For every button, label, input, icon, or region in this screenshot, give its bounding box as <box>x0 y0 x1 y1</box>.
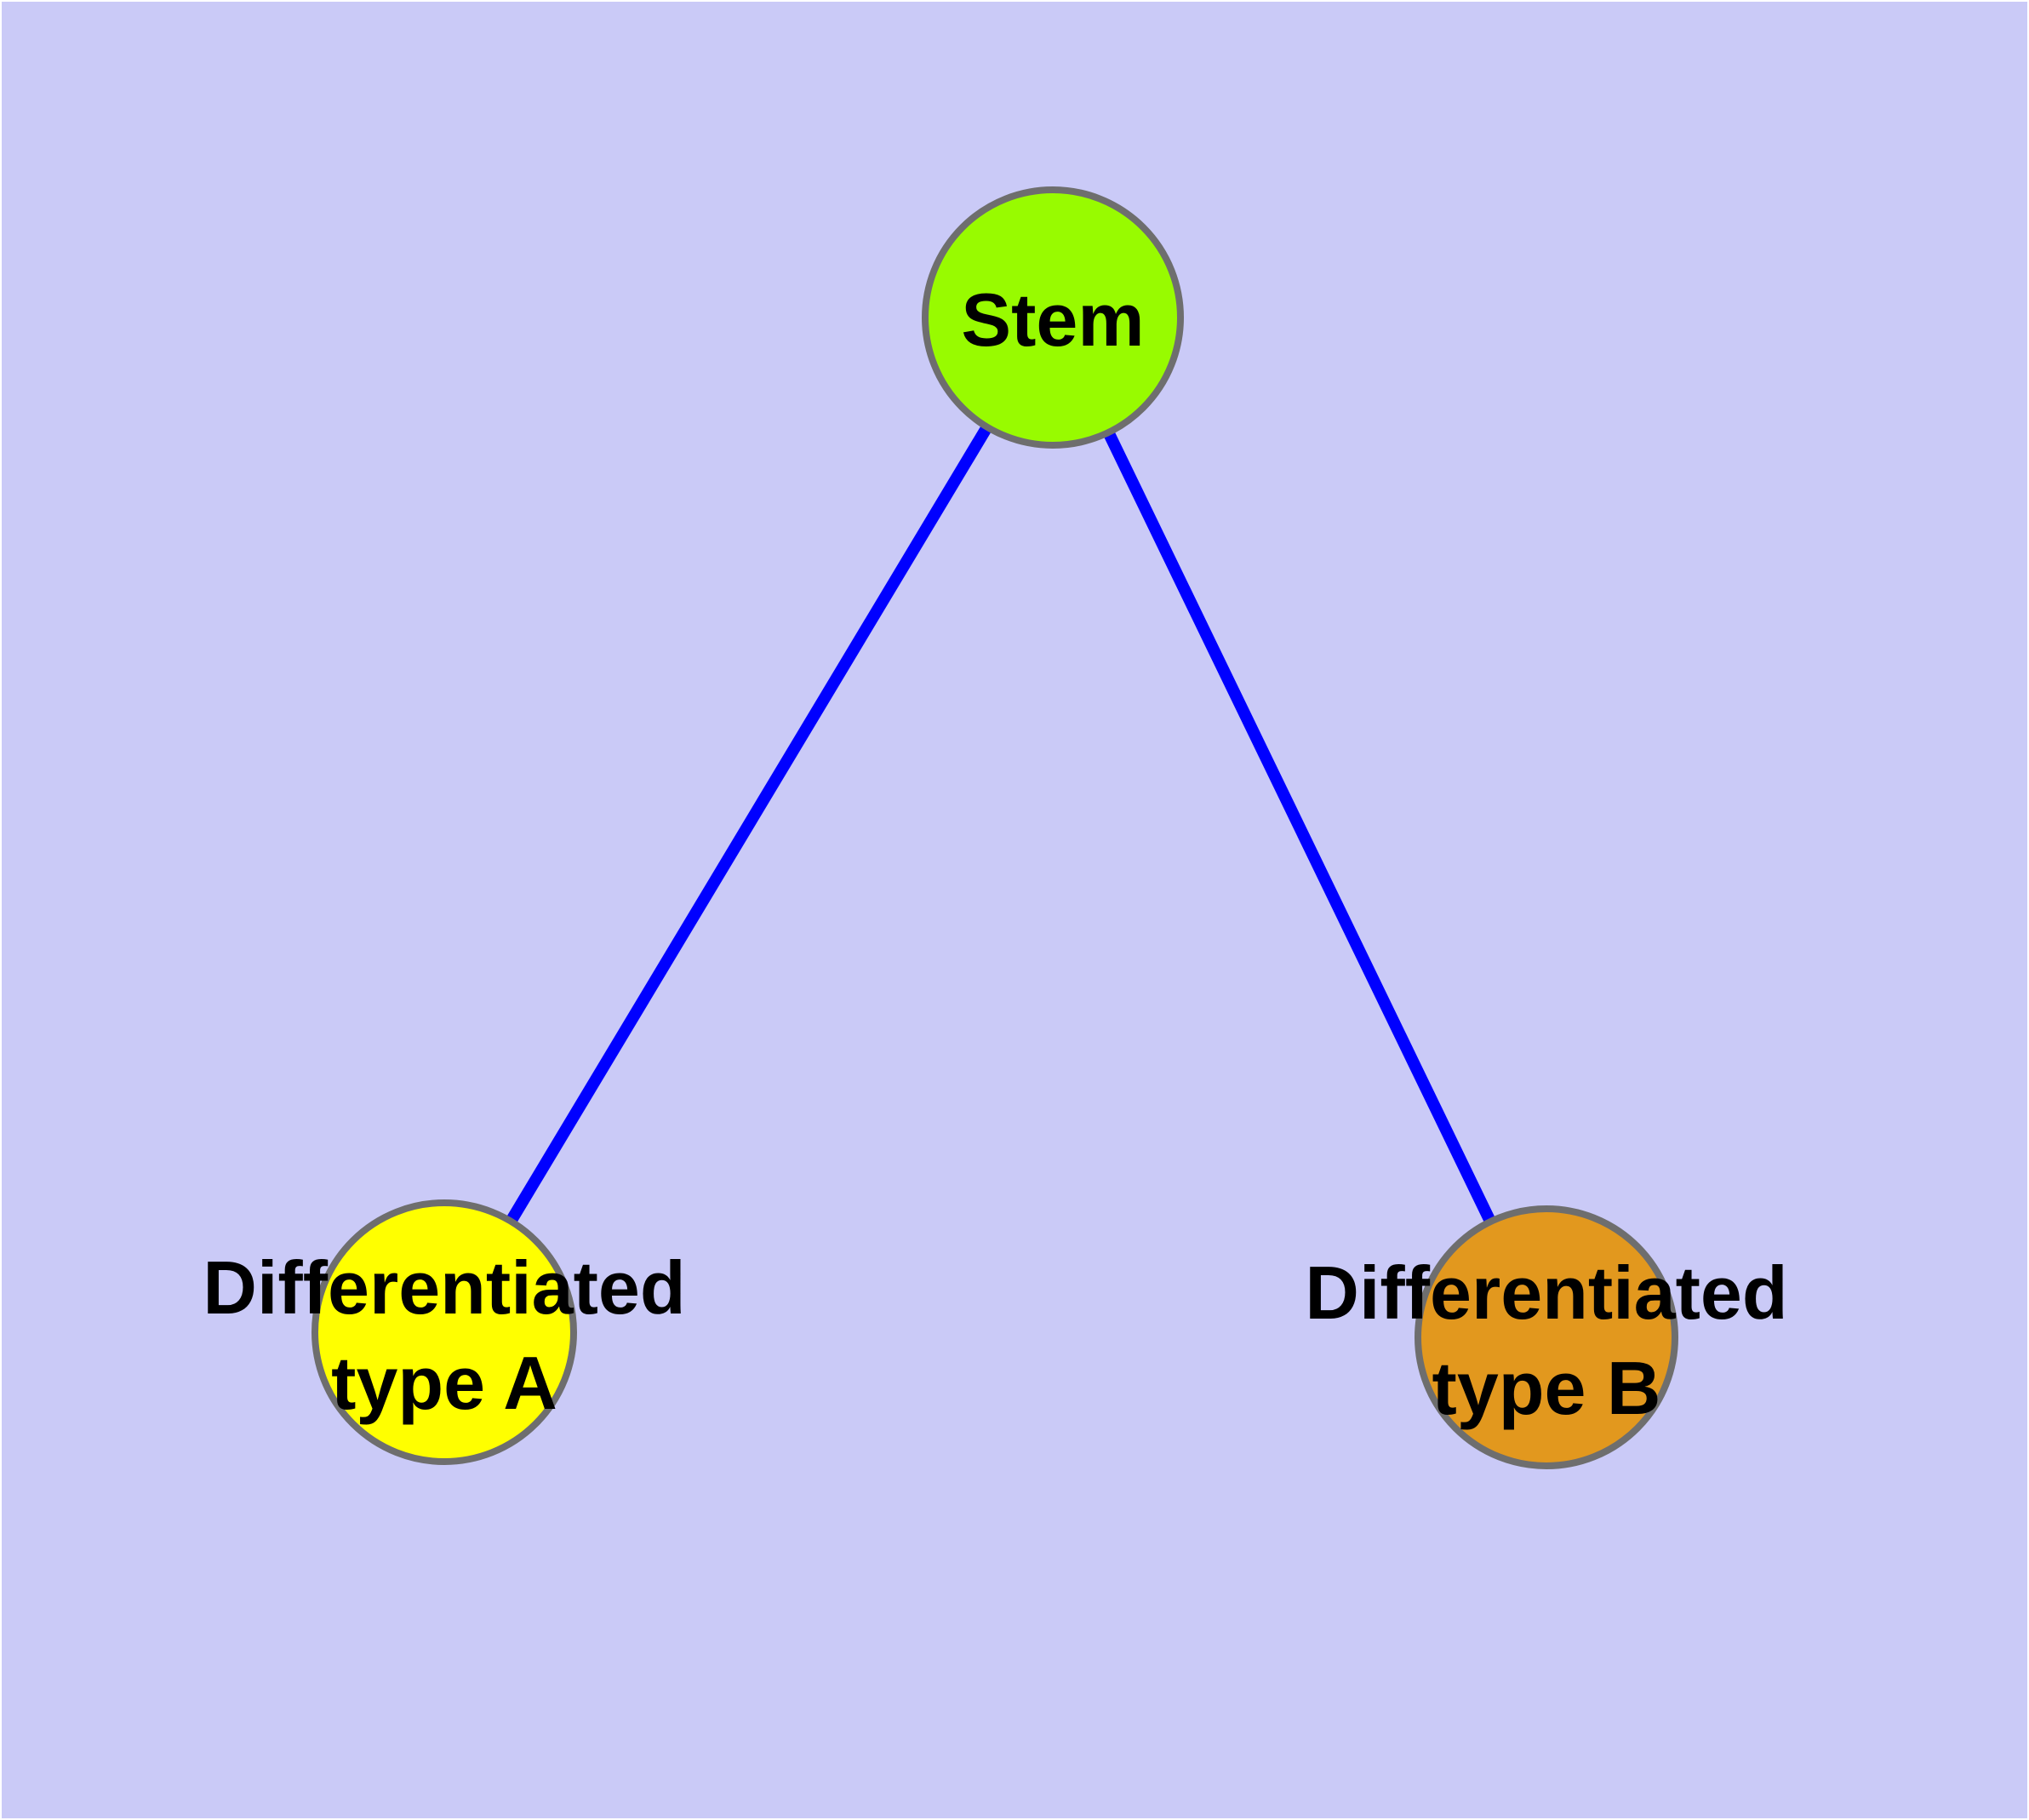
node-differentiated-type-b: Differentiated type B <box>1305 1205 1788 1469</box>
differentiated-type-b-label: Differentiated type B <box>1305 1251 1787 1430</box>
differentiated-type-b-label-line-2: type B <box>1432 1346 1661 1430</box>
differentiated-type-a-label-line-2: type A <box>331 1341 557 1425</box>
node-differentiated-type-a: Differentiated type A <box>203 1199 686 1465</box>
stem-label: Stem <box>961 278 1144 362</box>
node-stem: Stem <box>922 186 1184 449</box>
edge-stem-to-differentiated-type-b <box>1047 314 1552 1341</box>
differentiated-type-b-label-line-1: Differentiated <box>1305 1251 1787 1335</box>
stem-label-line-1: Stem <box>961 278 1144 362</box>
differentiated-type-b-circle <box>1415 1205 1678 1469</box>
differentiated-type-a-label-line-1: Differentiated <box>203 1245 685 1330</box>
stem-circle <box>922 186 1184 449</box>
edge-stem-to-differentiated-type-a <box>438 314 1059 1336</box>
differentiated-type-a-circle <box>311 1199 577 1465</box>
differentiated-type-a-label: Differentiated type A <box>203 1245 685 1425</box>
